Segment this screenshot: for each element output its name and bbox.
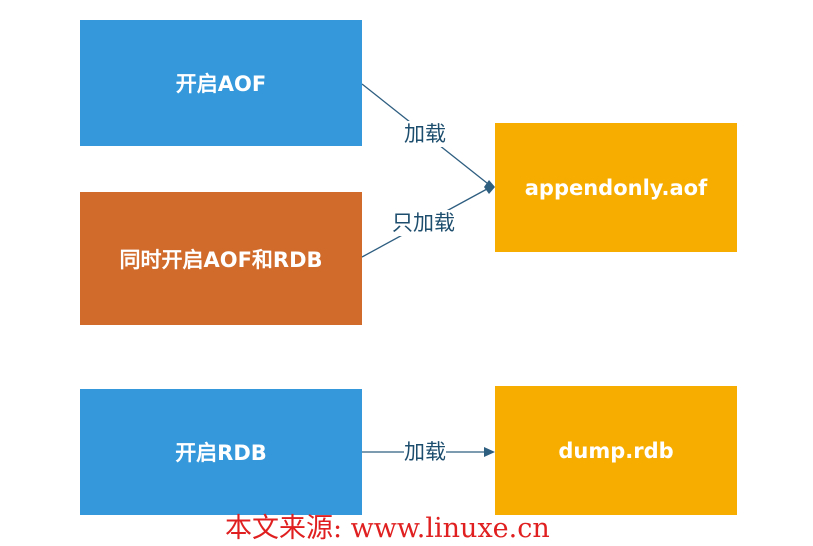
node-dump-rdb-label: dump.rdb [558,438,674,463]
watermark-source: 本文来源: www.linuxe.cn [225,513,550,544]
node-appendonly-aof: appendonly.aof [495,123,737,252]
node-enable-aof-and-rdb: 同时开启AOF和RDB [80,192,362,325]
node-enable-rdb: 开启RDB [80,389,362,515]
node-dump-rdb: dump.rdb [495,386,737,515]
node-appendonly-aof-label: appendonly.aof [524,175,708,200]
edge-label-load-aof: 加载 [404,121,446,147]
node-enable-aof-label: 开启AOF [175,72,267,96]
edge-label-load-rdb: 加载 [404,439,446,465]
edge-label-only-load: 只加载 [392,210,455,236]
node-enable-aof: 开启AOF [80,20,362,146]
merge-arrowhead [484,180,495,194]
node-enable-rdb-label: 开启RDB [175,441,267,465]
dump-arrowhead [484,447,495,457]
node-enable-aof-and-rdb-label: 同时开启AOF和RDB [119,247,323,272]
